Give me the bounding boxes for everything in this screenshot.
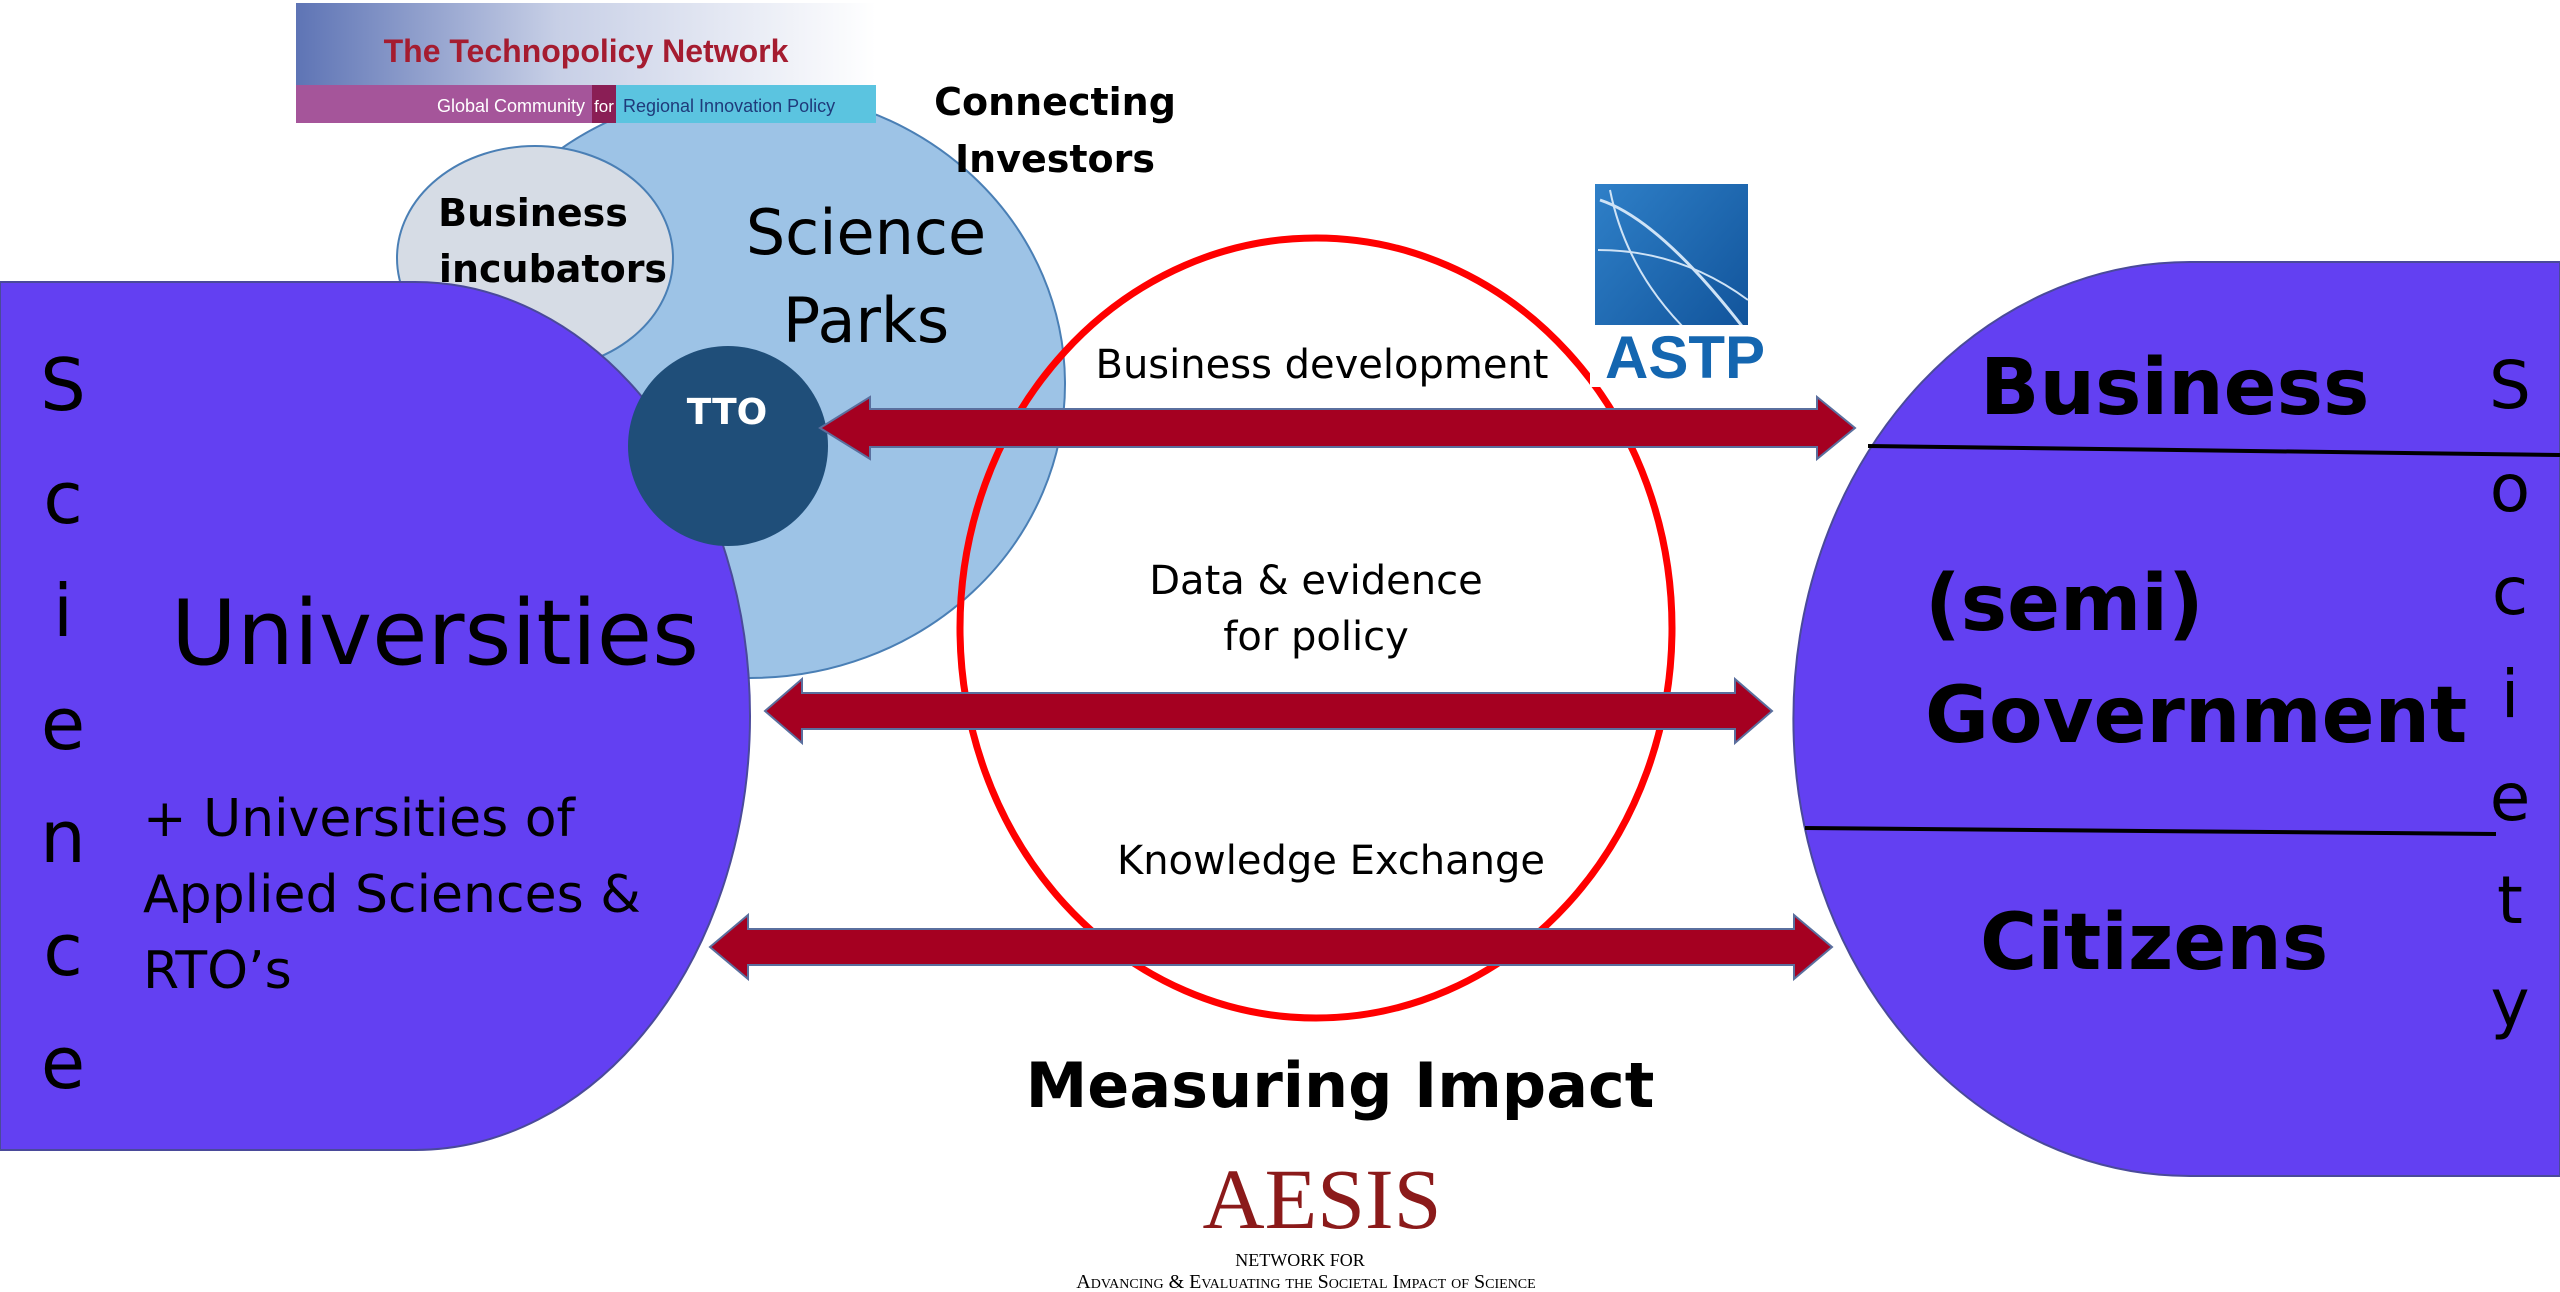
technopolicy-tagline-left: Global Community	[437, 96, 585, 116]
science-extra-line2: Applied Sciences &	[143, 865, 641, 925]
tto-label: TTO	[687, 392, 768, 433]
business-label: Business	[1980, 343, 2369, 433]
business-incubators-line1: Business	[438, 191, 628, 235]
aesis-subtitle-line2: Advancing & Evaluating the Societal Impa…	[1076, 1271, 1535, 1292]
technopolicy-title: The Technopolicy Network	[384, 33, 789, 69]
science-vertical-letter-3: e	[41, 682, 85, 766]
science-parks-line2: Parks	[783, 284, 949, 357]
society-vertical-letter-1: o	[2490, 450, 2530, 527]
knowledge-exchange-arrow	[708, 912, 1834, 982]
connecting-investors-line1: Connecting	[934, 80, 1176, 124]
data-for-policy-arrow	[763, 676, 1774, 746]
business-development-arrow	[818, 394, 1857, 462]
measuring-impact-title: Measuring Impact	[1026, 1049, 1655, 1122]
science-vertical-label: Science	[40, 343, 86, 1105]
science-vertical-letter-4: n	[40, 795, 86, 879]
society-shape	[1792, 261, 2560, 1177]
science-vertical-letter-6: e	[41, 1021, 85, 1105]
technopolicy-tagline-right: Regional Innovation Policy	[623, 96, 835, 116]
connecting-investors-line2: Investors	[955, 137, 1155, 181]
society-divider-top	[1867, 444, 2560, 457]
impact-circle	[956, 234, 1676, 1022]
business-incubators-line2: incubators	[439, 247, 667, 291]
society-divider-bottom	[1804, 826, 2497, 836]
science-extra-line3: RTO’s	[143, 941, 292, 1001]
science-shape	[0, 281, 751, 1151]
society-vertical-letter-2: c	[2492, 553, 2528, 630]
science-vertical-letter-0: S	[40, 343, 86, 427]
science-parks-line1: Science	[746, 196, 986, 269]
society-vertical-letter-3: i	[2501, 656, 2519, 733]
science-vertical-letter-5: c	[43, 908, 83, 992]
science-extra-line1: + Universities of	[143, 789, 577, 849]
data-evidence-line2: for policy	[1223, 614, 1408, 660]
data-evidence-line1: Data & evidence	[1149, 558, 1482, 604]
technopolicy-network-logo: The Technopolicy Network Global Communit…	[296, 3, 876, 123]
society-vertical-letter-4: e	[2490, 759, 2531, 836]
government-line2: Government	[1925, 671, 2467, 761]
astp-logo: ASTP	[1590, 184, 1780, 391]
aesis-name: AESIS	[1203, 1151, 1442, 1247]
aesis-subtitle-line1: Network for	[1235, 1250, 1365, 1270]
business-development-label: Business development	[1096, 342, 1549, 388]
science-vertical-letter-2: i	[53, 569, 73, 653]
universities-label: Universities	[171, 581, 699, 686]
science-vertical-letter-1: c	[43, 456, 83, 540]
society-vertical-letter-5: t	[2497, 862, 2523, 939]
technopolicy-tagline-mid: for	[594, 97, 614, 116]
tto-circle	[628, 346, 828, 546]
society-vertical-letter-0: S	[2489, 347, 2531, 424]
aesis-logo: AESIS Network for Advancing & Evaluating…	[1076, 1151, 1535, 1292]
citizens-label: Citizens	[1980, 898, 2328, 988]
astp-label: ASTP	[1605, 324, 1765, 391]
knowledge-exchange-label: Knowledge Exchange	[1117, 838, 1545, 884]
government-line1: (semi)	[1925, 559, 2204, 649]
society-vertical-letter-6: y	[2490, 965, 2529, 1042]
